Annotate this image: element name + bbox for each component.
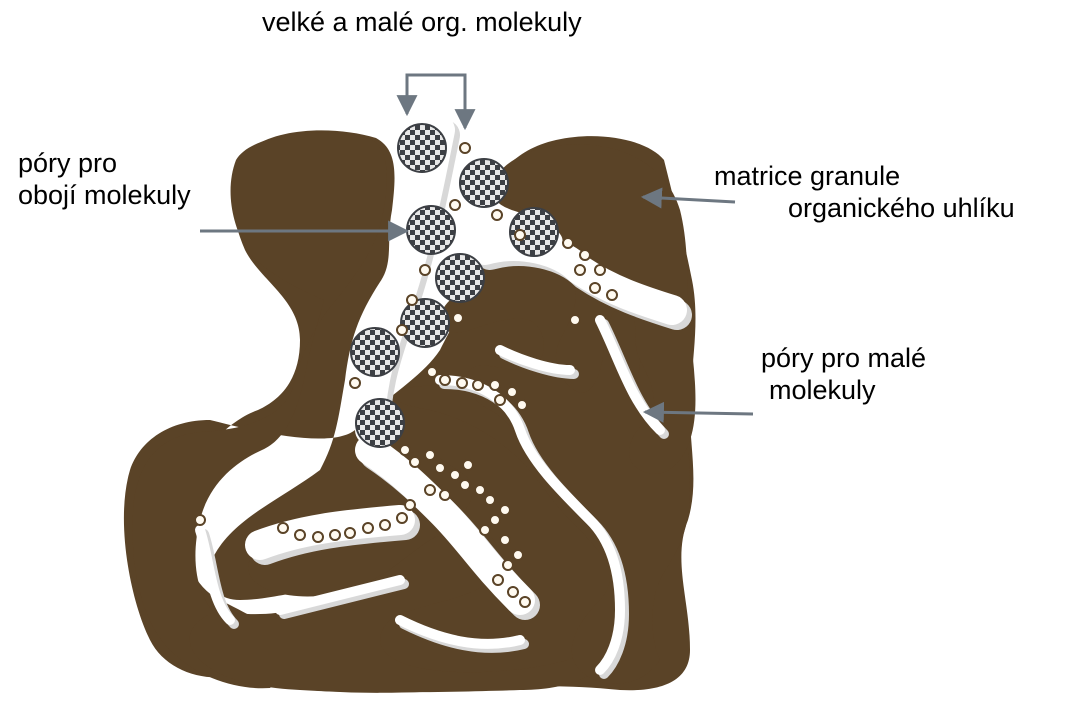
- small-molecule-icon: [407, 295, 417, 305]
- small-molecule-icon: [580, 250, 590, 260]
- small-molecule-icon: [420, 265, 430, 275]
- small-molecule-icon: [460, 480, 470, 490]
- large-molecule-icon: [351, 328, 399, 376]
- small-molecule-icon: [485, 495, 495, 505]
- small-molecule-icon: [473, 380, 483, 390]
- small-molecule-icon: [563, 238, 573, 248]
- label-line: obojí molekuly: [18, 179, 191, 211]
- label-line: matrice granule: [714, 160, 1015, 192]
- label-line: molekuly: [761, 374, 926, 406]
- small-molecule-icon: [590, 283, 600, 293]
- small-molecule-icon: [380, 520, 390, 530]
- small-molecule-icon: [517, 400, 527, 410]
- small-molecule-icon: [520, 597, 530, 607]
- small-molecule-icon: [410, 457, 420, 467]
- small-molecule-icon: [513, 550, 523, 560]
- label-pores-small-molecules: póry pro malé molekuly: [761, 342, 926, 406]
- small-molecule-icon: [450, 200, 460, 210]
- small-molecule-icon: [195, 515, 205, 525]
- label-line: velké a malé org. molekuly: [262, 6, 582, 38]
- small-molecule-icon: [345, 528, 355, 538]
- small-molecule-icon: [278, 523, 288, 533]
- small-molecule-icon: [425, 450, 435, 460]
- label-pores-both-molecules: póry pro obojí molekuly: [18, 147, 191, 211]
- small-molecule-icon: [363, 523, 373, 533]
- large-molecule-icon: [460, 159, 508, 207]
- label-line: organického uhlíku: [714, 192, 1015, 224]
- small-molecule-icon: [500, 505, 510, 515]
- small-molecule-icon: [295, 530, 305, 540]
- small-molecule-icon: [435, 463, 445, 473]
- label-granule-matrix: matrice granule organického uhlíku: [714, 160, 1015, 224]
- small-molecule-icon: [503, 560, 513, 570]
- small-molecule-icon: [400, 445, 410, 455]
- large-molecule-icon: [407, 206, 455, 254]
- small-molecule-icon: [440, 490, 450, 500]
- small-molecule-icon: [490, 515, 500, 525]
- small-molecule-icon: [495, 395, 505, 405]
- small-pores-arrow: [645, 412, 753, 414]
- large-molecule-icon: [401, 299, 449, 347]
- small-molecule-icon: [570, 315, 580, 325]
- small-molecule-icon: [490, 380, 500, 390]
- small-molecule-icon: [330, 530, 340, 540]
- label-large-and-small-molecules: velké a malé org. molekuly: [262, 6, 582, 38]
- small-molecule-icon: [350, 378, 360, 388]
- small-molecule-icon: [457, 378, 467, 388]
- small-molecule-icon: [607, 290, 617, 300]
- small-molecule-icon: [463, 460, 473, 470]
- small-molecule-icon: [493, 575, 503, 585]
- small-molecule-icon: [453, 313, 463, 323]
- small-molecule-icon: [450, 470, 460, 480]
- small-molecule-icon: [507, 387, 517, 397]
- large-molecule-icon: [436, 254, 484, 302]
- small-molecule-icon: [427, 367, 437, 377]
- small-molecule-icon: [425, 485, 435, 495]
- label-line: póry pro malé: [761, 342, 926, 374]
- small-molecule-icon: [492, 210, 502, 220]
- small-molecule-icon: [313, 532, 323, 542]
- small-molecule-icon: [595, 265, 605, 275]
- small-molecule-icon: [475, 485, 485, 495]
- small-molecule-icon: [405, 500, 415, 510]
- small-molecule-icon: [460, 143, 470, 153]
- small-molecule-icon: [397, 513, 407, 523]
- label-line: póry pro: [18, 147, 191, 179]
- large-molecule-icon: [398, 124, 446, 172]
- small-molecule-icon: [500, 535, 510, 545]
- small-molecule-icon: [440, 375, 450, 385]
- small-molecule-icon: [480, 525, 490, 535]
- small-molecule-icon: [575, 265, 585, 275]
- large-molecule-icon: [356, 399, 404, 447]
- small-molecule-icon: [508, 587, 518, 597]
- small-molecule-icon: [515, 230, 525, 240]
- small-molecule-icon: [397, 325, 407, 335]
